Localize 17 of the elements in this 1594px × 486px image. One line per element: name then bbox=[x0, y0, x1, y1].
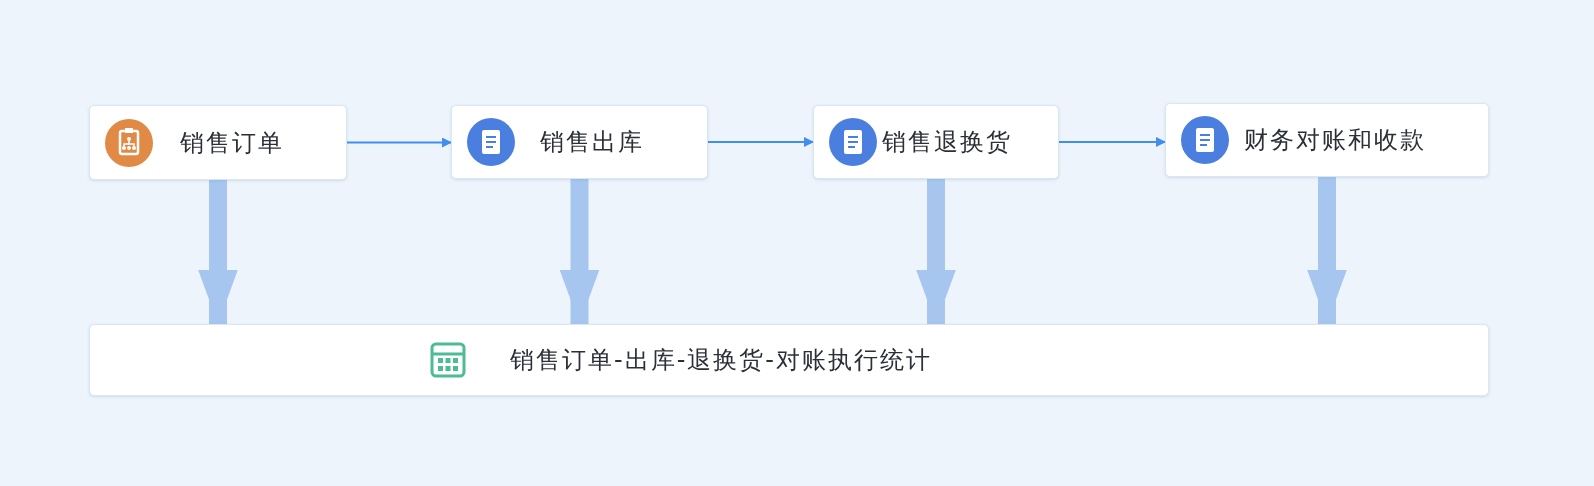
node-label: 销售订单-出库-退换货-对账执行统计 bbox=[510, 345, 932, 375]
summary-box bbox=[89, 324, 1489, 396]
arrow bbox=[1058, 137, 1166, 147]
process-box bbox=[89, 105, 347, 180]
process-box bbox=[1165, 103, 1489, 177]
node-label: 销售退换货 bbox=[882, 127, 1012, 157]
arrow bbox=[1307, 177, 1347, 324]
process-box bbox=[451, 105, 708, 179]
arrow bbox=[198, 180, 238, 324]
arrow bbox=[916, 179, 956, 324]
arrow bbox=[707, 137, 814, 147]
process-box bbox=[813, 105, 1059, 179]
arrow bbox=[346, 137, 452, 148]
node-label: 财务对账和收款 bbox=[1244, 125, 1426, 155]
arrow bbox=[559, 179, 600, 324]
node-label: 销售订单 bbox=[180, 127, 284, 158]
node-label: 销售出库 bbox=[540, 127, 644, 157]
